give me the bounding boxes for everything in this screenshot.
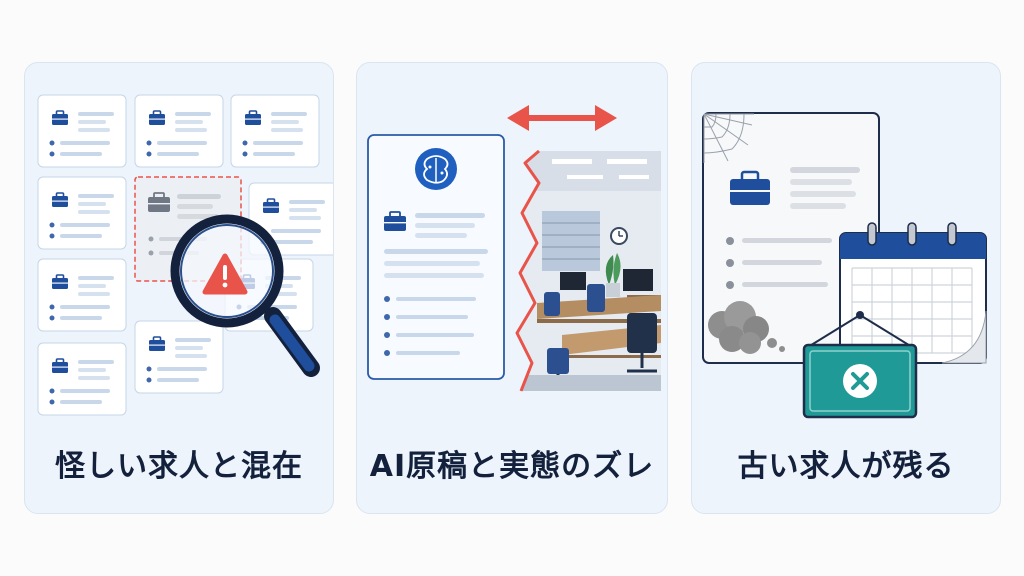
panel-caption: AI原稿と実態のズレ — [369, 449, 655, 484]
job-card — [38, 343, 126, 415]
suspicious-jobs-illustration — [25, 63, 334, 514]
briefcase-icon — [384, 211, 406, 231]
old-job-posting-card — [702, 112, 880, 364]
dust-cloud-icon — [708, 301, 785, 354]
ai-brain-icon — [415, 148, 457, 190]
panel-suspicious-jobs: 怪しい求人と混在 — [24, 62, 334, 514]
panel-ai-draft-gap: AI原稿と実態のズレ — [356, 62, 668, 514]
job-card — [38, 259, 126, 331]
close-icon — [843, 364, 877, 398]
job-card — [231, 95, 319, 167]
warning-icon — [202, 253, 248, 295]
stale-jobs-illustration — [702, 112, 987, 419]
briefcase-icon — [730, 170, 770, 205]
job-card — [38, 177, 126, 249]
panel-stale-jobs: 古い求人が残る — [691, 62, 1001, 514]
double-arrow-icon — [507, 105, 617, 131]
cobweb-icon — [703, 113, 754, 163]
closed-sign — [802, 311, 918, 419]
office-photo — [515, 149, 661, 392]
panel-caption: 古い求人が残る — [737, 449, 955, 484]
job-card — [135, 95, 223, 167]
ai-draft-gap-illustration — [367, 105, 661, 392]
briefcase-icon — [148, 192, 170, 212]
calendar-icon — [839, 222, 987, 364]
job-card — [38, 95, 126, 167]
panel-caption: 怪しい求人と混在 — [55, 449, 303, 484]
ai-job-posting-card — [367, 134, 505, 380]
job-card — [135, 321, 223, 393]
